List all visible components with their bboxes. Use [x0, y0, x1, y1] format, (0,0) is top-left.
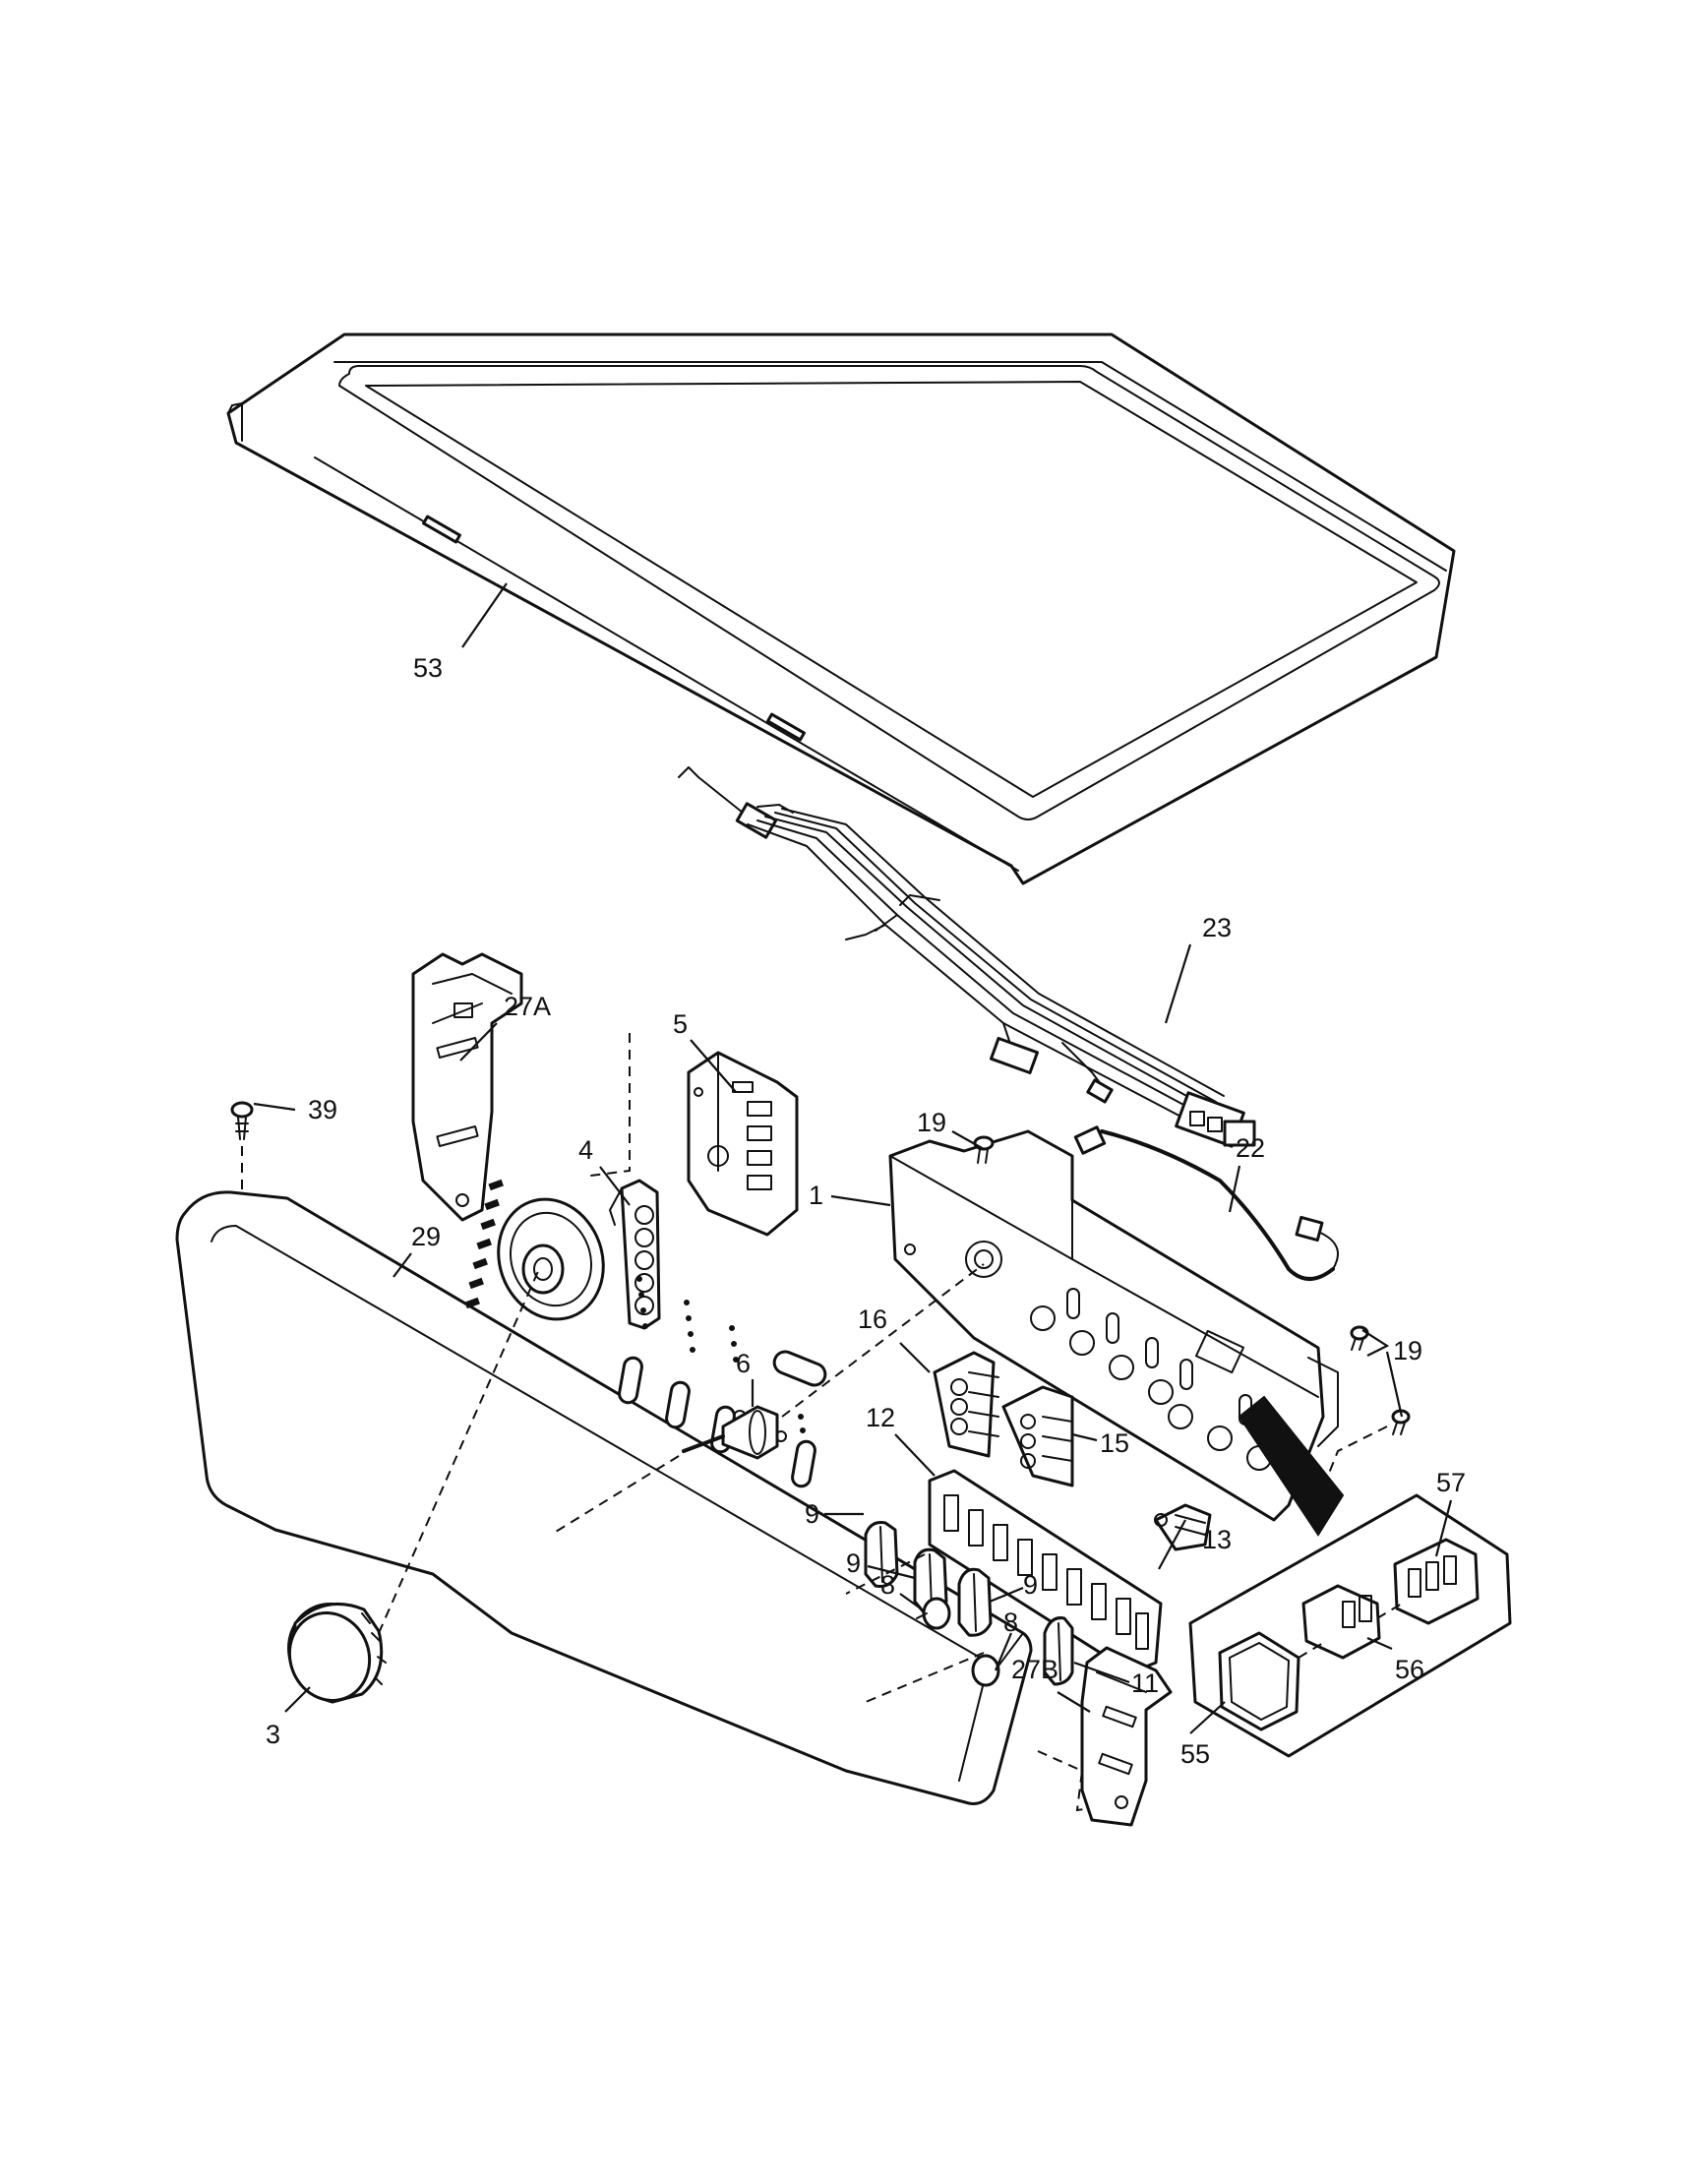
callout-9-c: 9 [1023, 1570, 1038, 1600]
console-led-column [464, 1179, 504, 1309]
callout-56: 56 [1395, 1655, 1424, 1684]
callout-19-top: 19 [917, 1108, 946, 1137]
callout-15: 15 [1100, 1428, 1129, 1458]
callout-9-b: 9 [846, 1548, 861, 1578]
callout-6: 6 [736, 1349, 751, 1378]
part-8-button-a [916, 1597, 951, 1630]
callout-39: 39 [308, 1095, 337, 1124]
part-11-button [1043, 1616, 1074, 1686]
callout-labels: 53 23 27A 5 19 22 39 4 1 29 16 19 6 12 1… [266, 653, 1466, 1769]
callout-3: 3 [266, 1720, 280, 1749]
callout-12: 12 [866, 1403, 895, 1432]
callout-8-b: 8 [1003, 1608, 1018, 1637]
part-8-button-b [971, 1654, 1000, 1687]
console-button-slots [618, 1276, 827, 1488]
callout-22: 22 [1236, 1133, 1265, 1163]
callout-27a: 27A [504, 992, 551, 1021]
part-27a-bracket [411, 952, 523, 1222]
callout-23: 23 [1202, 913, 1232, 942]
lens-frame-windows [943, 1494, 1149, 1650]
display-detail-inset [1188, 1395, 1512, 1758]
part-9-button-c [957, 1567, 993, 1637]
callout-27b: 27B [1011, 1655, 1058, 1684]
part-12-lens-frame [928, 1469, 1163, 1674]
console-knob-seat [497, 1197, 605, 1321]
part-29-control-console [175, 1033, 1132, 1812]
callout-9-a: 9 [805, 1499, 819, 1529]
part-39-screw [230, 1101, 254, 1190]
part-55-display-lens [1218, 1631, 1300, 1731]
assembly-dashed-line-a [845, 1553, 926, 1595]
callout-57: 57 [1436, 1468, 1466, 1497]
part-5-switch-board [687, 1051, 799, 1237]
callout-53: 53 [413, 653, 443, 683]
callout-55: 55 [1180, 1739, 1210, 1769]
callout-29: 29 [411, 1222, 441, 1251]
part-22-sensor-wire [1073, 1125, 1339, 1281]
housing-sockets [1030, 1288, 1272, 1471]
part-23-wire-harness [678, 766, 1256, 1148]
callout-16: 16 [858, 1304, 887, 1334]
part-3-knob [287, 1268, 540, 1704]
part-1-control-housing [888, 1129, 1339, 1522]
part-16-terminal-block [933, 1351, 999, 1458]
callout-19-right: 19 [1393, 1336, 1422, 1365]
callout-5: 5 [673, 1009, 688, 1039]
callout-1: 1 [809, 1181, 823, 1210]
part-27b-bracket [1080, 1646, 1173, 1827]
callout-8-a: 8 [880, 1570, 895, 1600]
part-6-shaft [550, 1263, 985, 1536]
callout-4: 4 [578, 1135, 593, 1165]
part-56-display-socket [1301, 1584, 1381, 1660]
part-15-terminal-block [1001, 1385, 1074, 1487]
callout-13: 13 [1202, 1525, 1232, 1554]
assembly-dashed-line-b [865, 1652, 985, 1703]
part-53-top-panel [226, 333, 1456, 885]
part-57-display [1393, 1538, 1480, 1625]
callout-leaders [253, 582, 1453, 1734]
callout-11: 11 [1131, 1668, 1159, 1698]
part-4-connector [609, 1179, 661, 1330]
console-indicator-dots [636, 1276, 806, 1433]
